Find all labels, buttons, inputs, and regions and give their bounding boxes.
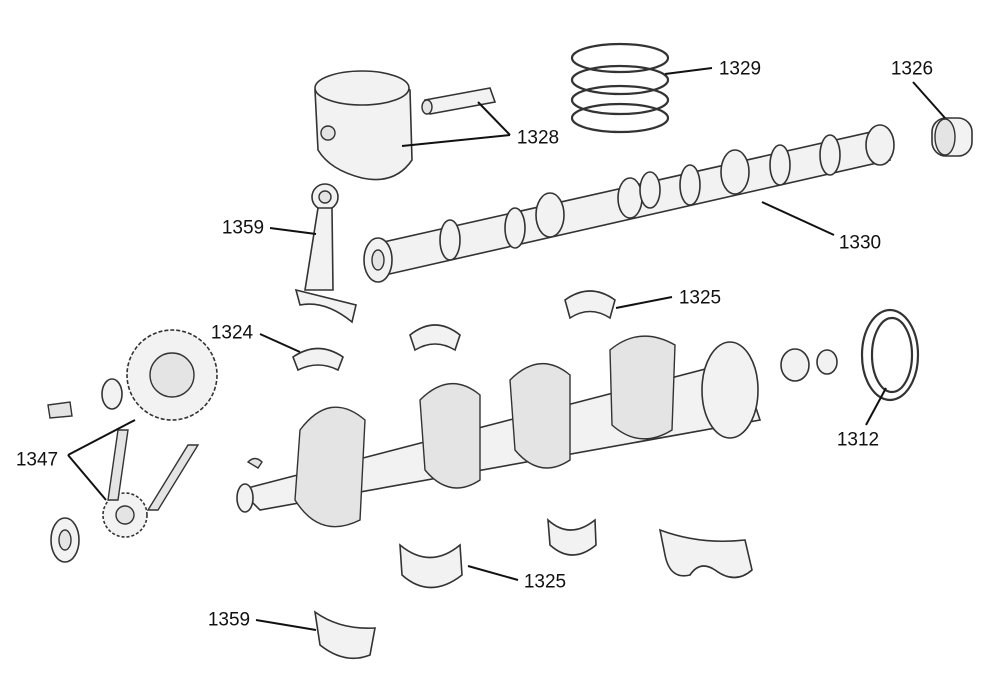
callout-1325-lower: 1325 [523, 571, 567, 593]
callout-1325-upper: 1325 [678, 287, 722, 309]
camshaft-part [363, 124, 895, 283]
connecting-rod-part [294, 183, 357, 324]
timing-set-part [47, 329, 218, 563]
bearing-shells [292, 290, 753, 660]
cam-bearing-part [931, 117, 973, 157]
crankshaft-part [236, 335, 838, 528]
leader-lines [67, 67, 946, 631]
callout-1328: 1328 [516, 127, 560, 149]
callout-1347: 1347 [15, 449, 59, 471]
callout-1330: 1330 [838, 232, 882, 254]
callout-1326: 1326 [890, 58, 934, 80]
rear-main-seal-part [860, 308, 920, 402]
piston-rings-part [570, 42, 670, 134]
callout-1359-rod: 1359 [221, 217, 265, 239]
piston-part [314, 70, 497, 181]
callout-1329: 1329 [718, 58, 762, 80]
callout-1312: 1312 [836, 429, 880, 451]
callout-1359-cap: 1359 [207, 609, 251, 631]
callout-1324: 1324 [210, 322, 254, 344]
